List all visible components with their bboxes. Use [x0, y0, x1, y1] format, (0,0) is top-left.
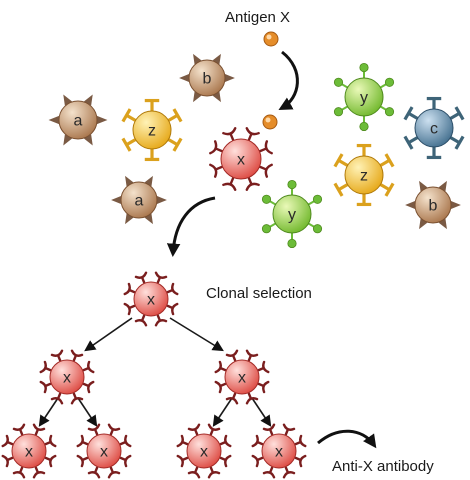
division-arrow-ml — [212, 397, 233, 427]
division-arrow-lr — [77, 397, 98, 427]
division-arrow-ll — [38, 397, 59, 427]
cell-letter: x — [100, 444, 108, 461]
cell-letter: b — [203, 71, 212, 88]
clone-cell-left-left: x — [1, 423, 57, 479]
cell-b-2: b — [405, 180, 461, 230]
cell-letter: a — [135, 193, 144, 210]
cell-letter: x — [238, 370, 246, 387]
cell-a-1: a — [48, 94, 108, 146]
cell-letter: z — [148, 123, 156, 140]
cell-y-2: y — [261, 179, 323, 249]
cell-letter: x — [147, 292, 155, 309]
cell-letter: x — [200, 444, 208, 461]
selection-arrow — [166, 196, 216, 258]
cell-z-1: z — [121, 98, 183, 162]
cell-letter: a — [74, 113, 83, 130]
cell-letter: x — [63, 370, 71, 387]
antigen-binding-arrow — [278, 50, 299, 110]
antibody-arrow — [317, 429, 377, 449]
cell-letter: x — [275, 444, 283, 461]
cell-letter: c — [430, 121, 438, 138]
clonal-selection-label: Clonal selection — [206, 285, 312, 302]
division-arrow-left — [84, 317, 133, 352]
clone-cell-middle-right: x — [251, 423, 307, 479]
cell-c-1: c — [403, 96, 465, 160]
cell-y-1: y — [333, 62, 395, 132]
cell-letter: x — [25, 444, 33, 461]
clone-cell-middle: x — [214, 349, 270, 405]
cell-a-2: a — [111, 175, 167, 225]
cell-x-selected: x — [209, 127, 273, 191]
clone-cell-left-right: x — [76, 423, 132, 479]
antigen-particle-bound — [262, 114, 278, 130]
division-arrow-mr — [251, 397, 272, 427]
cell-b-1: b — [179, 53, 235, 103]
cell-letter: y — [360, 90, 368, 107]
clone-cell-root: x — [123, 271, 179, 327]
cell-letter: b — [429, 198, 438, 215]
anti-x-antibody-label: Anti-X antibody — [332, 458, 434, 475]
clone-cell-middle-left: x — [176, 423, 232, 479]
antigen-particle-top — [263, 31, 279, 47]
cell-letter: z — [360, 168, 368, 185]
cell-letter: x — [237, 152, 245, 169]
division-arrow-right — [169, 317, 224, 352]
clone-cell-left: x — [39, 349, 95, 405]
antigen-x-label: Antigen X — [225, 9, 290, 26]
cell-z-2: z — [333, 143, 395, 207]
cell-letter: y — [288, 207, 296, 224]
